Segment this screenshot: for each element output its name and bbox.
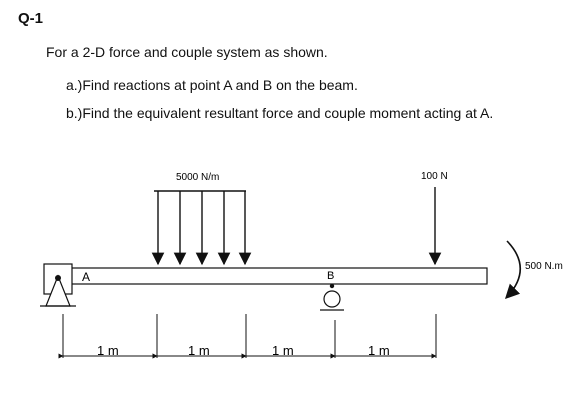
support-a-label: A (82, 270, 90, 284)
distributed-load (151, 190, 252, 266)
moment-label: 500 N.m (525, 261, 563, 272)
dimension-label-1: 1 m (97, 343, 119, 358)
distributed-load-label: 5000 N/m (176, 172, 219, 183)
dimension-label-3: 1 m (272, 343, 294, 358)
dimension-label-2: 1 m (188, 343, 210, 358)
question-intro: For a 2-D force and couple system as sho… (46, 44, 328, 60)
roller-support-b (320, 283, 344, 311)
question-number: Q-1 (18, 10, 44, 27)
support-b-label: B (327, 270, 334, 282)
moment-arrow (505, 240, 521, 300)
question-part-b: b.)Find the equivalent resultant force a… (66, 105, 494, 121)
beam (46, 267, 488, 285)
point-force-label: 100 N (421, 171, 448, 182)
question-part-a: a.)Find reactions at point A and B on th… (66, 77, 358, 93)
dimension-label-4: 1 m (368, 343, 390, 358)
dimension-lines (58, 314, 437, 359)
pin-support-a (40, 263, 76, 307)
